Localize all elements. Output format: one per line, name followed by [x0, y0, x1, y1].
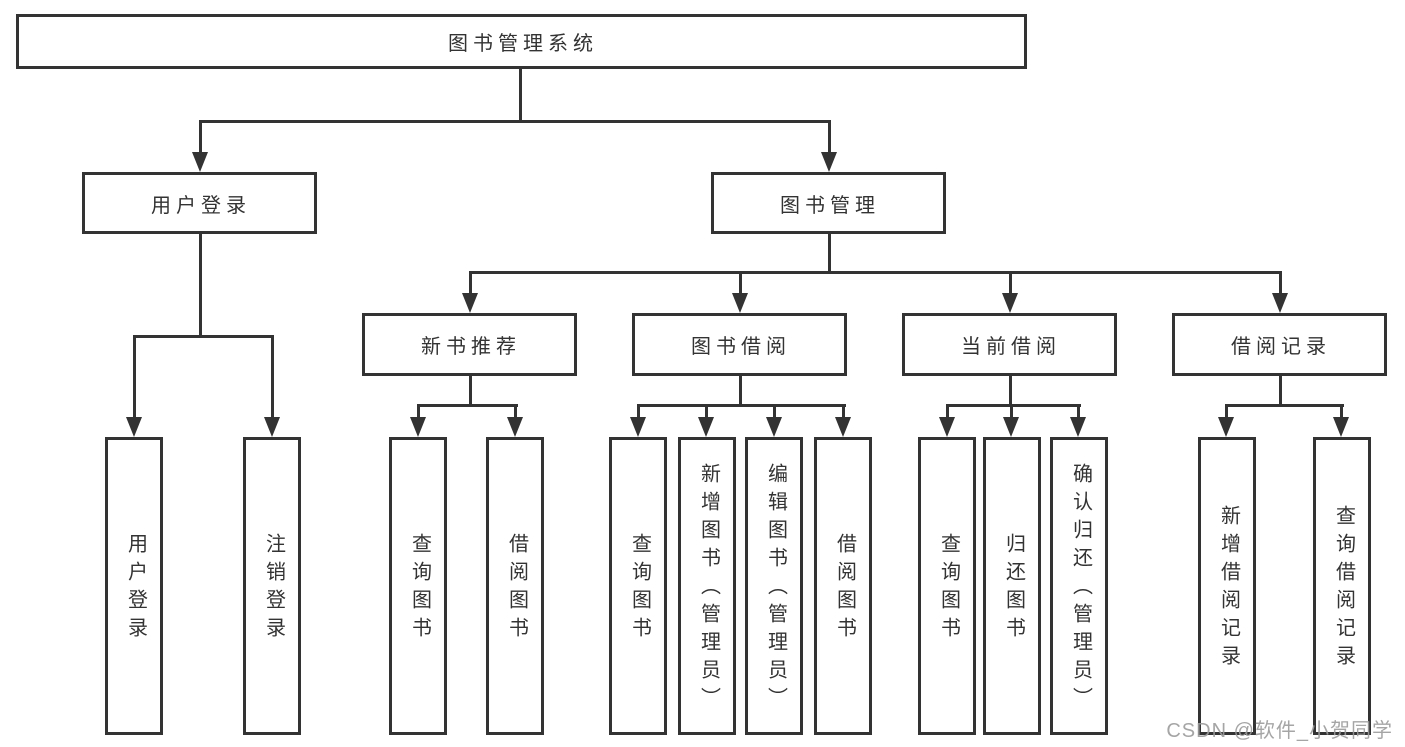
connector-management-stem	[828, 234, 831, 272]
arrow-down-icon	[835, 417, 851, 437]
arrow-down-icon	[1333, 417, 1349, 437]
arrow-down-icon	[126, 417, 142, 437]
arrow-down-icon	[462, 293, 478, 313]
node-label: 查询图书	[628, 533, 651, 645]
arrow-down-icon	[766, 417, 782, 437]
connector-drop	[705, 404, 708, 420]
connector-drop	[739, 271, 742, 297]
connector-borrow-rail	[637, 404, 846, 407]
connector-recommend-stem	[469, 376, 472, 405]
node-label: 新增图书（管理员）	[697, 463, 720, 715]
connector-borrow-stem	[739, 376, 742, 405]
node-label: 确认归还（管理员）	[1069, 463, 1092, 715]
watermark: CSDN @软件_小贺同学	[1166, 720, 1393, 742]
connector-drop	[417, 404, 420, 420]
arrow-down-icon	[939, 417, 955, 437]
node-book-borrow: 图书借阅	[632, 313, 847, 376]
connector-management-rail	[469, 271, 1282, 274]
connector-root-stem	[519, 69, 522, 121]
connector-drop	[133, 335, 136, 419]
node-label: 借阅图书	[833, 533, 856, 645]
node-label: 当前借阅	[961, 336, 1061, 358]
leaf-borrow-query-books: 查询图书	[609, 437, 667, 735]
arrow-down-icon	[410, 417, 426, 437]
node-user-login: 用户登录	[82, 172, 317, 234]
node-label: 注销登录	[262, 533, 285, 645]
leaf-records-add-record: 新增借阅记录	[1198, 437, 1256, 735]
leaf-logout: 注销登录	[243, 437, 301, 735]
node-label: 图书管理	[780, 194, 880, 217]
leaf-recommend-query-books: 查询图书	[389, 437, 447, 735]
connector-login-rail	[133, 335, 274, 338]
connector-drop	[828, 120, 831, 156]
connector-drop	[469, 271, 472, 297]
arrow-down-icon	[732, 293, 748, 313]
node-label: 新增借阅记录	[1217, 505, 1240, 673]
arrow-down-icon	[264, 417, 280, 437]
node-new-book-recommend: 新书推荐	[362, 313, 577, 376]
arrow-down-icon	[1002, 293, 1018, 313]
node-current-borrow: 当前借阅	[902, 313, 1117, 376]
leaf-current-return-books: 归还图书	[983, 437, 1041, 735]
node-label: 查询借阅记录	[1332, 505, 1355, 673]
connector-current-stem	[1009, 376, 1012, 405]
connector-drop	[946, 404, 949, 420]
connector-root-rail	[199, 120, 831, 123]
connector-drop	[199, 120, 202, 156]
arrow-down-icon	[507, 417, 523, 437]
arrow-down-icon	[1218, 417, 1234, 437]
leaf-borrow-borrow-books: 借阅图书	[814, 437, 872, 735]
connector-drop	[514, 404, 517, 420]
connector-drop	[1010, 404, 1013, 420]
connector-recommend-rail	[417, 404, 518, 407]
node-label: 借阅图书	[505, 533, 528, 645]
arrow-down-icon	[630, 417, 646, 437]
node-label: 查询图书	[937, 533, 960, 645]
node-label: 用户登录	[124, 533, 147, 645]
leaf-user-login: 用户登录	[105, 437, 163, 735]
leaf-records-query-record: 查询借阅记录	[1313, 437, 1371, 735]
node-label: 用户登录	[151, 194, 251, 217]
connector-drop	[1077, 404, 1080, 420]
connector-drop	[1340, 404, 1343, 420]
leaf-recommend-borrow-books: 借阅图书	[486, 437, 544, 735]
node-root: 图书管理系统	[16, 14, 1027, 69]
connector-drop	[637, 404, 640, 420]
node-borrow-records: 借阅记录	[1172, 313, 1387, 376]
node-label: 新书推荐	[421, 336, 521, 358]
arrow-down-icon	[1272, 293, 1288, 313]
connector-drop	[1009, 271, 1012, 297]
node-label: 查询图书	[408, 533, 431, 645]
node-label: 图书借阅	[691, 336, 791, 358]
connector-records-rail	[1225, 404, 1344, 407]
connector-drop	[842, 404, 845, 420]
leaf-borrow-edit-books-admin: 编辑图书（管理员）	[745, 437, 803, 735]
leaf-current-query-books: 查询图书	[918, 437, 976, 735]
connector-drop	[773, 404, 776, 420]
arrow-down-icon	[1003, 417, 1019, 437]
arrow-down-icon	[192, 152, 208, 172]
connector-drop	[1225, 404, 1228, 420]
arrow-down-icon	[698, 417, 714, 437]
node-label: 图书管理系统	[448, 33, 598, 55]
node-label: 借阅记录	[1231, 336, 1331, 358]
node-label: 编辑图书（管理员）	[764, 463, 787, 715]
node-book-management: 图书管理	[711, 172, 946, 234]
connector-current-rail	[946, 404, 1081, 407]
connector-records-stem	[1279, 376, 1282, 405]
connector-drop	[271, 335, 274, 419]
leaf-borrow-add-books-admin: 新增图书（管理员）	[678, 437, 736, 735]
leaf-current-confirm-return-admin: 确认归还（管理员）	[1050, 437, 1108, 735]
connector-login-stem	[199, 234, 202, 336]
arrow-down-icon	[1070, 417, 1086, 437]
connector-drop	[1279, 271, 1282, 297]
arrow-down-icon	[821, 152, 837, 172]
node-label: 归还图书	[1002, 533, 1025, 645]
